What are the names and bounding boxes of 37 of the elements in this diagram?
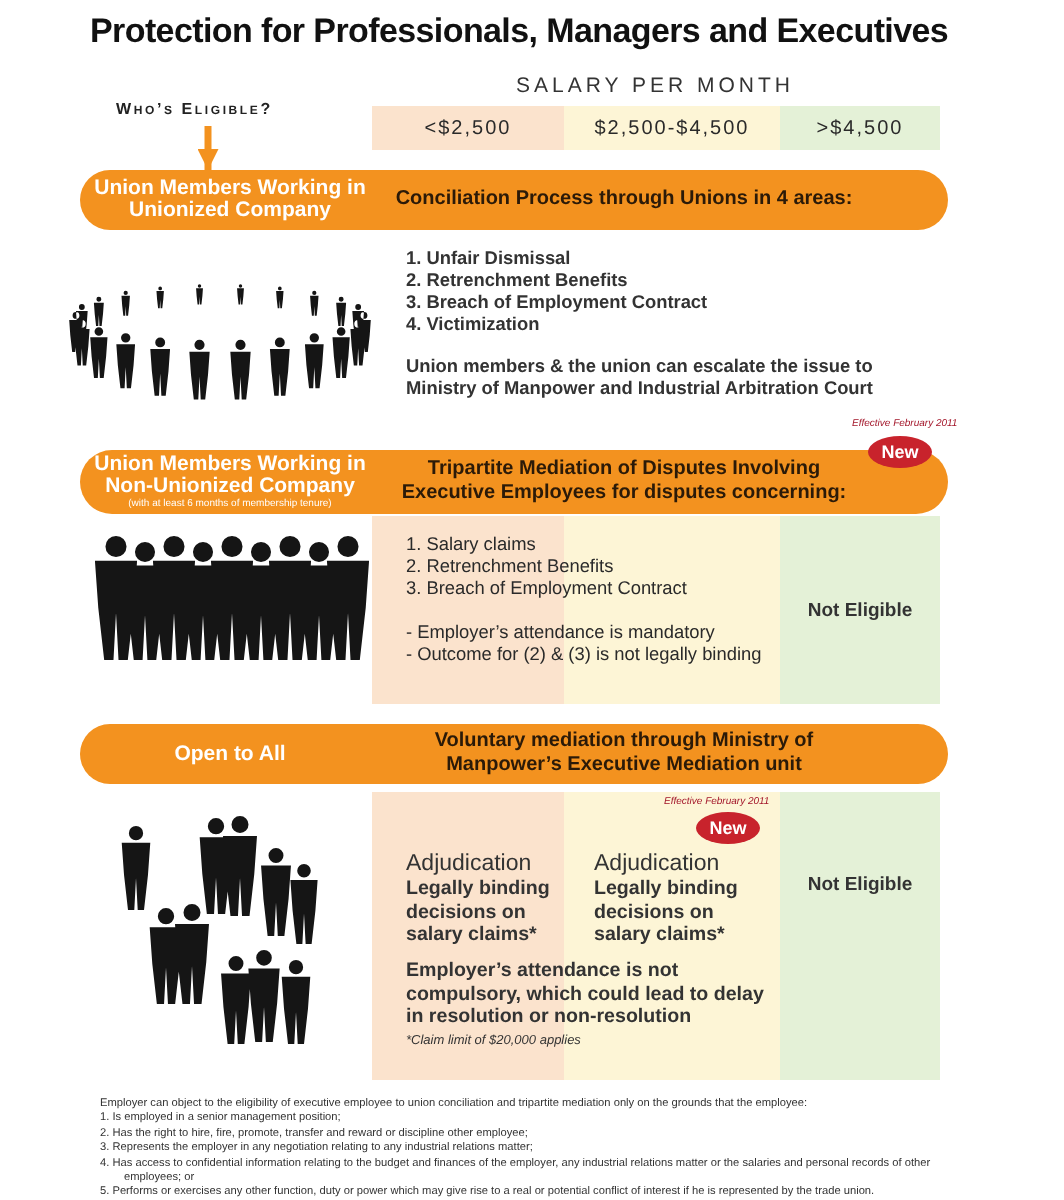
area-item: 1. Unfair Dismissal	[406, 248, 571, 270]
arrow	[197, 126, 219, 170]
band-description: Voluntary mediation through Ministry of Manpower’s Executive Mediation unit	[432, 730, 816, 778]
ruling-heading: Adjudication	[594, 852, 720, 878]
eligibility-question: Who’s Eligible?	[116, 100, 316, 122]
escalation-note: Union members & the union can escalate the issue to Ministry of Manpower and Industrial Arbitration Court	[406, 356, 875, 400]
claim-item: - Outcome for (2) & (3) is not legally binding	[406, 644, 762, 666]
new-badge: New	[868, 436, 932, 468]
category-band	[80, 724, 948, 784]
eligibility-status: Not Eligible	[807, 874, 913, 896]
coverage-panel	[372, 516, 780, 704]
claim-item: 3. Breach of Employment Contract	[406, 578, 687, 600]
eligibility-status: Not Eligible	[807, 599, 913, 621]
salary-range-cell: <$2,500	[372, 106, 564, 150]
band-description: Tripartite Mediation of Disputes Involving Executive Employees for disputes concerning:	[399, 458, 849, 506]
attendance-note: Employer’s attendance is not compulsory, which could lead to delay in resolution or non-resolution	[406, 960, 766, 1029]
coverage-panel	[780, 792, 940, 1080]
column-heading: SALARY PER MONTH	[516, 76, 796, 98]
salary-range-cell: >$4,500	[780, 106, 940, 150]
area-item: 3. Breach of Employment Contract	[406, 292, 708, 314]
new-badge: New	[696, 812, 760, 844]
ruling-heading: Adjudication	[406, 852, 532, 878]
claim-item: 1. Salary claims	[406, 534, 536, 556]
coverage-panel	[780, 516, 940, 704]
category-band	[80, 170, 948, 230]
claim-item: - Employer’s attendance is mandatory	[406, 622, 715, 644]
band-heading: Union Members Working in Unionized Company	[92, 178, 368, 222]
band-heading: Union Members Working in Non-Unionized Company	[92, 454, 368, 498]
area-item: 2. Retrenchment Benefits	[406, 270, 628, 292]
salary-range-cell: $2,500-$4,500	[564, 106, 780, 150]
band-heading: Open to All	[174, 743, 286, 765]
title: Protection for Professionals, Managers and Executives	[90, 12, 951, 54]
ruling-description: Legally binding decisions on salary claims*	[406, 878, 552, 947]
claim-item: 2. Retrenchment Benefits	[406, 556, 614, 578]
area-item: 4. Victimization	[406, 314, 540, 336]
band-description: Conciliation Process through Unions in 4 areas:	[393, 188, 855, 212]
ruling-description: Legally binding decisions on salary claims*	[594, 878, 740, 947]
